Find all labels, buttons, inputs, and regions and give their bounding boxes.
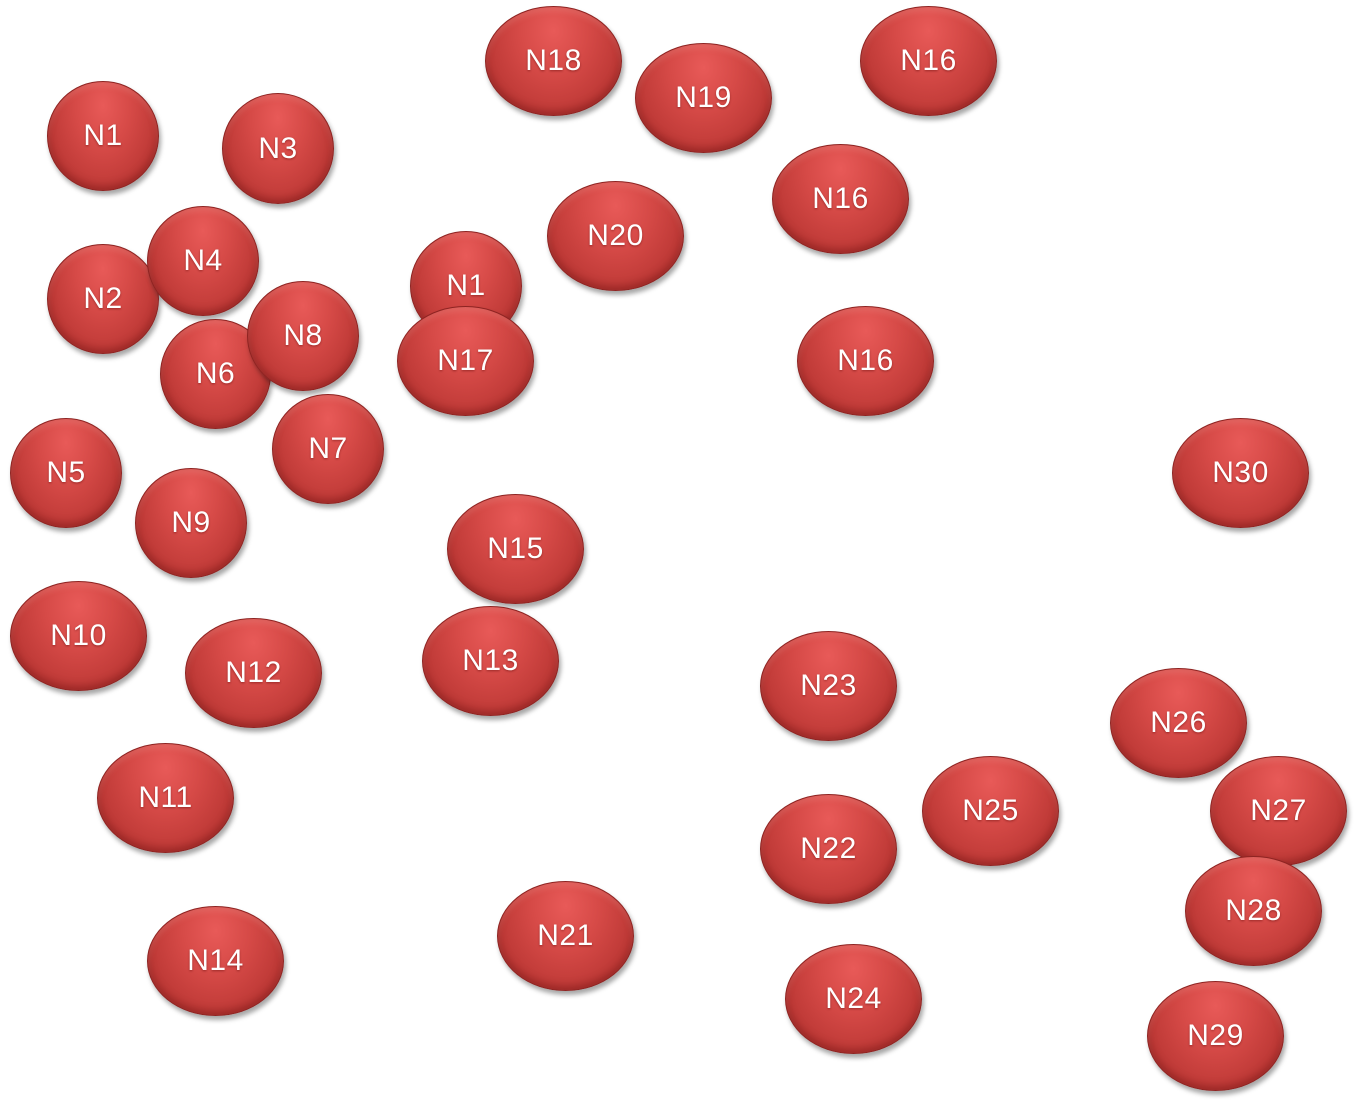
node-n7[interactable]: N7: [272, 394, 384, 504]
node-label: N9: [171, 506, 211, 539]
node-n9[interactable]: N9: [135, 468, 247, 578]
node-label: N16: [837, 344, 894, 377]
node-label: N19: [675, 81, 732, 114]
node-n22[interactable]: N22: [760, 794, 897, 904]
node-label: N20: [587, 219, 644, 252]
node-label: N14: [187, 944, 244, 977]
node-n1[interactable]: N1: [47, 81, 159, 191]
node-label: N1: [83, 119, 123, 152]
node-label: N17: [437, 344, 494, 377]
node-n18[interactable]: N18: [485, 6, 622, 116]
node-n2[interactable]: N2: [47, 244, 159, 354]
node-n27[interactable]: N27: [1210, 756, 1347, 866]
node-n5[interactable]: N5: [10, 418, 122, 528]
node-label: N5: [46, 456, 86, 489]
node-n24[interactable]: N24: [785, 944, 922, 1054]
node-label: N11: [138, 781, 193, 814]
node-label: N2: [83, 282, 123, 315]
node-label: N28: [1225, 894, 1282, 927]
node-n21[interactable]: N21: [497, 881, 634, 991]
node-n15[interactable]: N15: [447, 494, 584, 604]
node-label: N26: [1150, 706, 1207, 739]
node-label: N16: [900, 44, 957, 77]
node-n19[interactable]: N19: [635, 43, 772, 153]
node-label: N1: [446, 269, 486, 302]
node-label: N15: [487, 532, 544, 565]
node-n12[interactable]: N12: [185, 618, 322, 728]
node-n10[interactable]: N10: [10, 581, 147, 691]
node-n16-bottom[interactable]: N16: [797, 306, 934, 416]
node-label: N4: [183, 244, 223, 277]
node-n16-middle[interactable]: N16: [772, 144, 909, 254]
node-label: N18: [525, 44, 582, 77]
node-label: N16: [812, 182, 869, 215]
node-n16-top[interactable]: N16: [860, 6, 997, 116]
node-label: N3: [258, 131, 298, 165]
node-label: N27: [1250, 794, 1307, 827]
node-n25[interactable]: N25: [922, 756, 1059, 866]
node-n28[interactable]: N28: [1185, 856, 1322, 966]
node-label: N25: [962, 794, 1019, 827]
node-n13[interactable]: N13: [422, 606, 559, 716]
node-n20[interactable]: N20: [547, 181, 684, 291]
node-n3[interactable]: N3: [222, 93, 334, 204]
node-n17[interactable]: N17: [397, 306, 534, 416]
node-label: N13: [462, 644, 519, 677]
node-label: N21: [537, 919, 594, 952]
node-n11[interactable]: N11: [97, 743, 234, 853]
node-label: N12: [225, 656, 282, 689]
node-n4[interactable]: N4: [147, 206, 259, 316]
node-label: N7: [308, 432, 348, 465]
node-label: N29: [1187, 1019, 1244, 1052]
node-n29[interactable]: N29: [1147, 981, 1284, 1091]
node-n14[interactable]: N14: [147, 906, 284, 1016]
node-label: N8: [283, 319, 323, 352]
node-n26[interactable]: N26: [1110, 668, 1247, 778]
node-label: N6: [195, 357, 236, 390]
node-n30[interactable]: N30: [1172, 418, 1309, 528]
node-label: N24: [825, 982, 882, 1015]
node-label: N22: [800, 832, 857, 865]
node-label: N10: [50, 619, 107, 652]
node-label: N23: [800, 669, 857, 702]
node-label: N30: [1212, 456, 1269, 489]
node-n8[interactable]: N8: [247, 281, 359, 391]
node-n23[interactable]: N23: [760, 631, 897, 741]
